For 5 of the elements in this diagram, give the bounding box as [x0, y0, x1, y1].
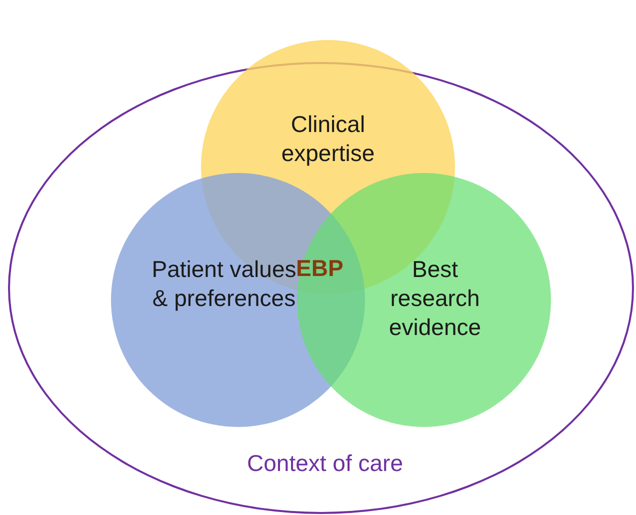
circle-label: Clinical expertise: [280, 110, 376, 168]
context-label: Context of care: [246, 449, 404, 478]
center-label: EBP: [296, 254, 344, 283]
circle-label: Best research evidence: [388, 255, 482, 342]
circle-label: Patient values & preferences: [150, 255, 298, 313]
